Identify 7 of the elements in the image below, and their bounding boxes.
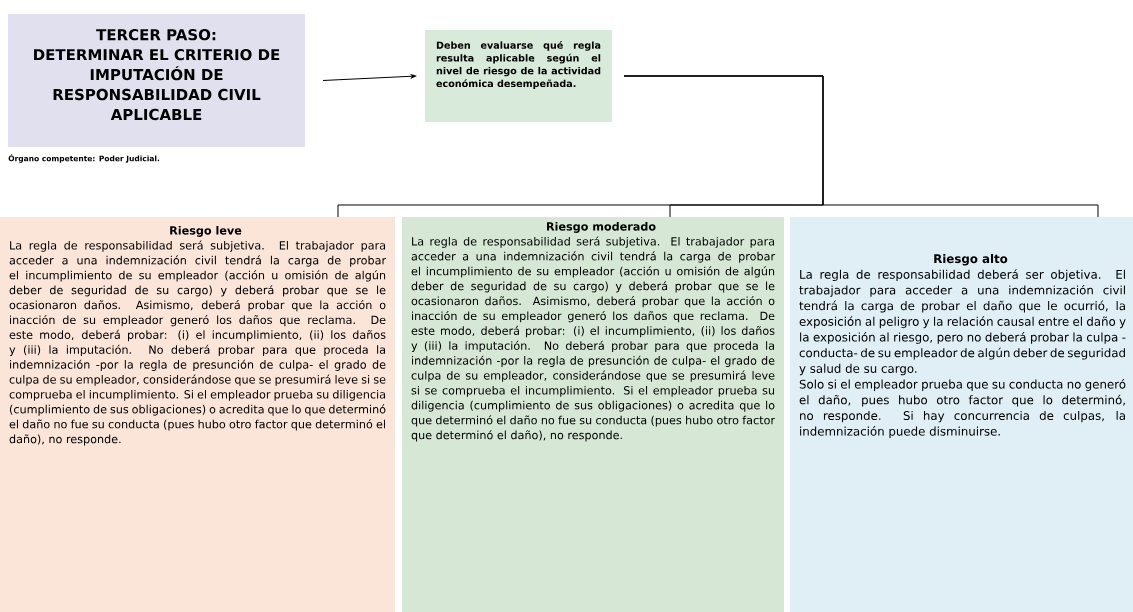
note-box: Deben evaluarse qué regla resulta aplicable según el nivel de riesgo de la actividad económica desempeñada.: [425, 30, 612, 122]
title-box: TERCER PASO: DETERMINAR EL CRITERIO DE IMPUTACIÓN DE RESPONSABILIDAD CIVIL APLICABLE: [8, 14, 305, 147]
risk-card: Riesgo leve La regla de responsabilidad será subjetiva. El trabajador para acceder a una indemnización civil tendrá la carga de probar el incumplimiento de su empleador (acción u omisión de algún deber de seguridad de su cargo) y deberá probar que se le ocasionaron daños. Asimismo, deberá probar que la acción o inacción de su empleador generó los daños que reclama. De este modo, deberá probar: (i) el incumplimiento, (ii) los daños y (iii) la imputación. No deberá probar para que proceda la indemnización -por la regla de presunción de culpa- el grado de culpa de su empleador, considerándose que se presumirá leve si se comprueba el incumplimiento. Si el empleador prueba su diligencia (cumplimiento de sus obligaciones) o acredita que lo que determinó el daño no fue su conducta (pues hubo otro factor que determinó el daño), no responde.: [0, 217, 395, 612]
connector-line: [623, 75, 1099, 218]
arrow: [322, 74, 416, 81]
risk-card: Riesgo moderado La regla de responsabilidad será subjetiva. El trabajador para acceder a una indemnización civil tendrá la carga de probar el incumplimiento de su empleador (acción u omisión de algún deber de seguridad de su cargo) y deberá probar que se le ocasionaron daños. Asimismo, deberá probar que la acción o inacción de su empleador generó los daños que reclama. De este modo, deberá probar: (i) el incumplimiento, (ii) los daños y (iii) la imputación. No deberá probar para que proceda la indemnización -por la regla de presunción de culpa- el grado de culpa de su empleador, considerándose que se presumirá leve si se comprueba el incumplimiento. Si el empleador prueba su diligencia (cumplimiento de sus obligaciones) o acredita que lo que determinó el daño no fue su conducta (pues hubo otro factor que determinó el daño), no responde.: [402, 217, 784, 612]
risk-card: Riesgo alto La regla de responsabilidad deberá ser objetiva. El trabajador para acceder a una indemnización civil tendrá la carga de probar el daño que le ocurrió, la exposición al peligro y la relación causal entre el daño y la exposición al riesgo, pero no deberá probar la culpa -conducta- de su empleador de algún deber de seguridad y salud de su cargo. Solo si el empleador prueba que su conducta no generó el daño, pues hubo otro factor que lo determinó, no responde. Si hay concurrencia de culpas, la indemnización puede disminuirse.: [790, 217, 1133, 612]
